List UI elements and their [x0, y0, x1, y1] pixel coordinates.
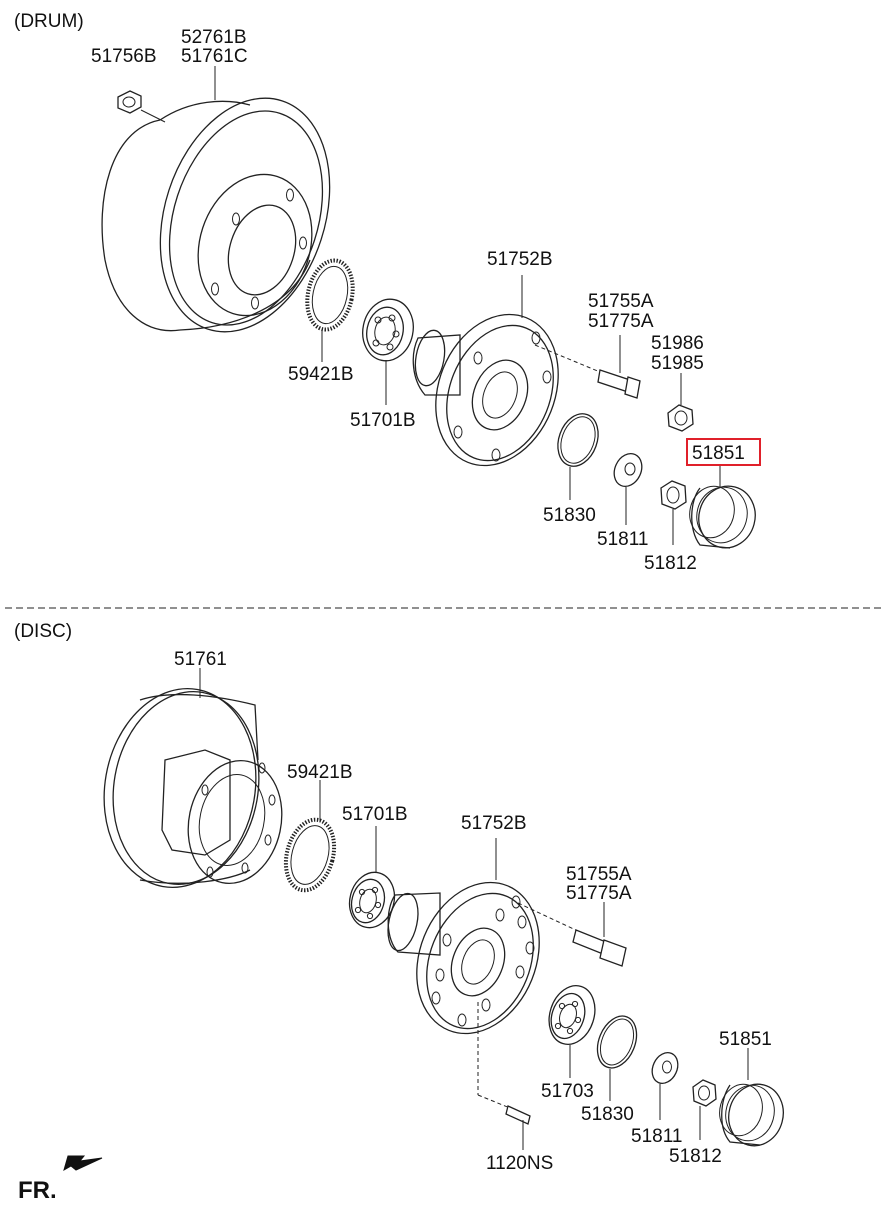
bearing-51701b: [362, 298, 414, 405]
wheel-stud-disc-51755a: [572, 902, 627, 967]
label-disc-51755a: 51755A: [566, 864, 632, 885]
section-label-disc: (DISC): [14, 621, 72, 642]
brake-drum: [101, 66, 331, 333]
wheel-hub-51752b: [412, 275, 601, 467]
front-direction-indicator: FR.: [18, 1155, 103, 1204]
label-drum-51775a: 51775A: [588, 311, 654, 332]
label-51985: 51985: [651, 353, 704, 374]
front-direction-label: FR.: [18, 1177, 57, 1204]
hub-nut-51986: [667, 373, 694, 432]
label-disc-51812: 51812: [669, 1146, 722, 1167]
bearing-disc-51701b: [348, 826, 396, 929]
section-label-drum: (DRUM): [14, 11, 84, 32]
label-disc-51830: 51830: [581, 1104, 634, 1125]
label-52761b: 52761B: [181, 27, 247, 48]
lug-nut-51756b: [117, 90, 166, 123]
label-disc-51811: 51811: [631, 1126, 682, 1147]
label-drum-51755a: 51755A: [588, 291, 654, 312]
o-ring-disc-51830: [596, 1015, 638, 1101]
label-drum-59421b: 59421B: [288, 364, 354, 385]
hub-cap-disc-51851: [719, 1048, 784, 1147]
hub-cap-51851: [689, 466, 756, 549]
bearing-51703: [548, 985, 596, 1078]
label-disc-59421b: 59421B: [287, 762, 353, 783]
arrow-down-left-icon: [63, 1155, 103, 1172]
lock-nut-51812: [660, 480, 687, 545]
label-51703: 51703: [541, 1081, 594, 1102]
label-drum-51851[interactable]: 51851: [692, 443, 745, 464]
brake-disc-51761: [103, 668, 283, 888]
o-ring-51830: [557, 413, 599, 500]
lock-washer-disc-51811: [651, 1051, 679, 1120]
label-drum-51811: 51811: [597, 529, 648, 550]
label-disc-51851: 51851: [719, 1029, 772, 1050]
tone-ring-59421b: [305, 258, 355, 362]
bolt-1120ns: [505, 1105, 531, 1150]
label-disc-51701b: 51701B: [342, 804, 408, 825]
highlight-box-51851: [686, 438, 761, 466]
label-disc-51752b: 51752B: [461, 813, 527, 834]
label-51761: 51761: [174, 649, 227, 670]
lock-washer-51811: [613, 452, 643, 525]
wheel-hub-disc-51752b: [387, 838, 581, 1109]
label-51756b: 51756B: [91, 46, 157, 67]
label-drum-51701b: 51701B: [350, 410, 416, 431]
label-51761c: 51761C: [181, 46, 248, 67]
lock-nut-disc-51812: [692, 1079, 717, 1140]
label-drum-51752b: 51752B: [487, 249, 553, 270]
label-disc-51775a: 51775A: [566, 883, 632, 904]
tone-ring-disc-59421b: [283, 780, 337, 893]
label-1120ns: 1120NS: [486, 1153, 553, 1174]
wheel-stud-51755a: [597, 335, 641, 399]
label-drum-51812: 51812: [644, 553, 697, 574]
label-51986: 51986: [651, 333, 704, 354]
label-drum-51830: 51830: [543, 505, 596, 526]
